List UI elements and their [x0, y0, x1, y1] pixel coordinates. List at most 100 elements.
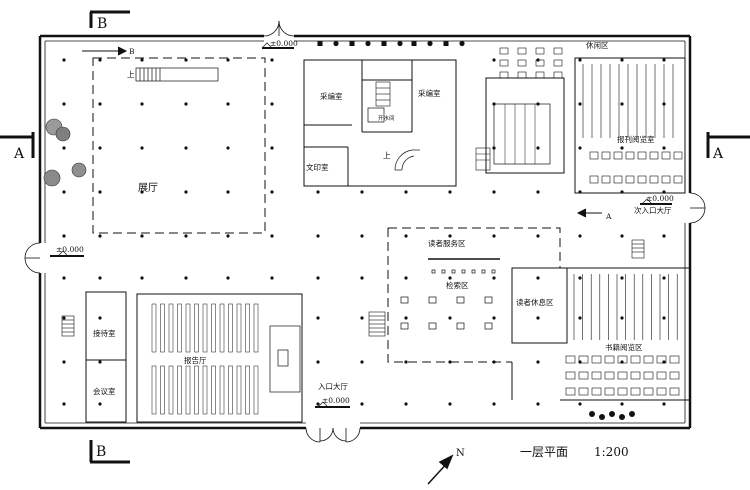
column — [404, 276, 408, 280]
plan-scale: 1:200 — [594, 445, 629, 459]
column — [270, 146, 274, 150]
room-lecture-hall: 报告厅 — [184, 355, 207, 365]
column — [98, 402, 102, 406]
column — [316, 190, 320, 194]
arrow-a-marker — [576, 208, 602, 218]
column — [98, 234, 102, 238]
table — [630, 355, 641, 364]
column — [140, 234, 144, 238]
book-tables — [565, 355, 680, 396]
table — [637, 175, 647, 184]
column — [360, 234, 364, 238]
section-marker-b-bottom — [89, 440, 130, 464]
catalog-desk — [400, 296, 409, 304]
column — [98, 146, 102, 150]
seat-row — [168, 303, 174, 353]
table — [625, 151, 635, 160]
planter — [365, 40, 371, 47]
column — [360, 402, 364, 406]
room-reception: 接待室 — [93, 328, 116, 338]
lecture-seats — [151, 303, 259, 415]
seat-row — [151, 365, 157, 415]
seat-row — [168, 365, 174, 415]
column — [448, 316, 452, 320]
column — [226, 234, 230, 238]
seat-row — [160, 365, 165, 415]
room-exhibition-hall: 展厅 — [138, 182, 158, 194]
leisure-table — [499, 47, 509, 55]
column — [578, 276, 582, 280]
column — [448, 402, 452, 406]
top-door — [263, 20, 295, 37]
planter — [629, 411, 635, 417]
column — [620, 402, 624, 406]
seat-row — [194, 303, 199, 353]
stair-up-label-2: 上 — [383, 151, 391, 160]
planter — [609, 411, 615, 417]
table — [630, 371, 641, 380]
room-tea: 开水间 — [378, 114, 395, 122]
column — [184, 102, 188, 106]
table — [601, 175, 611, 184]
column — [662, 316, 666, 320]
seat-row — [177, 303, 182, 353]
column — [62, 58, 66, 62]
elevation-mark-right — [640, 198, 672, 205]
column — [578, 402, 582, 406]
table — [661, 151, 671, 160]
column — [98, 190, 102, 194]
stair-left — [61, 315, 75, 337]
arrow-label-a: A — [605, 212, 612, 221]
left-door — [24, 242, 41, 274]
plan-title: 一层平面 — [520, 445, 568, 459]
catalog-desk — [484, 296, 493, 304]
planter — [411, 41, 417, 46]
reader-lounge-room — [511, 267, 568, 344]
catalog-desk — [456, 322, 465, 330]
room-periodical: 报刊阅览室 — [617, 134, 655, 144]
table — [565, 371, 576, 380]
column — [360, 360, 364, 364]
catalog-stool — [491, 269, 496, 274]
column — [448, 276, 452, 280]
right-door — [689, 192, 706, 224]
seat-row — [236, 303, 242, 353]
column — [620, 58, 624, 62]
column — [98, 276, 102, 280]
planter — [459, 40, 465, 47]
leisure-table — [499, 59, 509, 67]
room-meeting: 会议室 — [93, 386, 116, 396]
column — [404, 316, 408, 320]
table — [649, 151, 659, 160]
table — [643, 371, 654, 380]
section-label-b-bottom: B — [96, 444, 106, 460]
planter — [349, 41, 355, 46]
table — [565, 355, 576, 364]
catalog-desks — [400, 269, 496, 330]
catalog-desk — [456, 296, 465, 304]
column — [184, 234, 188, 238]
column — [662, 146, 666, 150]
room-leisure: 休闲区 — [586, 40, 609, 50]
column — [184, 58, 188, 62]
top-planters — [317, 40, 465, 47]
seat-row — [219, 365, 225, 415]
column — [226, 58, 230, 62]
column — [98, 360, 102, 364]
column — [140, 58, 144, 62]
column — [360, 276, 364, 280]
table — [589, 175, 599, 184]
periodical-tables — [589, 151, 683, 184]
table — [673, 175, 683, 184]
catalog-stool — [481, 269, 486, 274]
seat-row — [253, 303, 259, 353]
column — [492, 234, 496, 238]
table — [643, 355, 654, 364]
section-label-a-left: A — [13, 146, 25, 162]
column — [536, 316, 540, 320]
column — [578, 234, 582, 238]
label-secondary-entrance: 次入口大厅 — [634, 205, 672, 215]
column — [578, 146, 582, 150]
stair-up-label-1: 上 — [127, 70, 135, 79]
column — [404, 402, 408, 406]
